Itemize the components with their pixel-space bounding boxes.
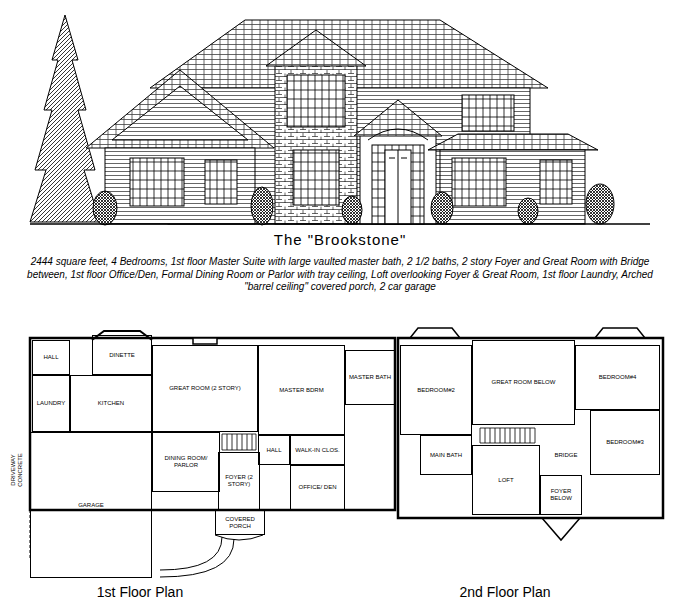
- room-label: GARAGE: [78, 502, 104, 509]
- left-gable-siding: [112, 86, 248, 140]
- room-label: LAUNDRY: [37, 400, 66, 407]
- room-box: KITCHEN: [70, 375, 152, 432]
- dormer: [595, 328, 645, 338]
- left-gable-roof: [86, 70, 274, 148]
- room-label: LOFT: [498, 477, 513, 484]
- plan-label: 2nd Floor Plan: [425, 584, 585, 601]
- entry-roof: [542, 518, 580, 540]
- room-box: WALK-IN CLOS.: [290, 435, 345, 465]
- upper-window: [462, 95, 514, 131]
- tower-gable: [266, 30, 366, 66]
- window: [205, 160, 237, 204]
- room-box: GREAT ROOM BELOW: [472, 340, 575, 425]
- right-wing-wall: [440, 150, 585, 224]
- room-box: MAIN BATH: [420, 435, 472, 475]
- window: [540, 160, 572, 204]
- room-label: GREAT ROOM (2 STORY): [169, 385, 241, 392]
- room-label: BEDROOM#3: [606, 439, 644, 446]
- plan-label: DRIVEWAY CONCRETE: [10, 448, 24, 492]
- room-box: DINETTE: [92, 335, 152, 375]
- dormer: [410, 328, 460, 338]
- window: [130, 158, 184, 206]
- plan-caption: 2444 square feet, 4 Bedrooms, 1st floor …: [18, 256, 662, 294]
- room-box: BEDROOM#4: [575, 345, 660, 410]
- shrub: [518, 198, 538, 224]
- entry-gable: [354, 100, 442, 136]
- shrub: [431, 192, 453, 224]
- room-label: MASTER BATH: [349, 374, 391, 381]
- room-box: GREAT ROOM (2 STORY): [152, 345, 258, 432]
- room-label: BEDROOM#4: [599, 374, 637, 381]
- walkway: [160, 539, 234, 577]
- room-box: HALL: [258, 435, 290, 465]
- door-leaf: [385, 150, 411, 224]
- outer-wall: [398, 338, 663, 518]
- walkway: [160, 537, 222, 570]
- room-label: FOYER (2 STORY): [220, 474, 258, 488]
- room-box: BEDROOM#3: [590, 410, 660, 475]
- stairs: [222, 434, 256, 450]
- room-box: DINING ROOM/ PARLOR: [152, 432, 220, 492]
- first-floor-walls: [30, 331, 395, 577]
- room-box: GARAGE: [30, 432, 152, 578]
- room-label: HALL: [266, 447, 281, 454]
- room-label: KITCHEN: [98, 400, 124, 407]
- ground-line: [30, 223, 650, 225]
- room-box: MASTER BDRM: [258, 345, 345, 435]
- room-label: BEDROOM#2: [417, 387, 455, 394]
- fireplace: [193, 338, 217, 344]
- room-box: FOYER BELOW: [540, 475, 582, 515]
- room-label: DINETTE: [109, 352, 135, 359]
- room-box: BEDROOM#2: [400, 345, 472, 435]
- room-label: FOYER BELOW: [542, 488, 580, 502]
- plan-label: BRIDGE: [548, 452, 584, 459]
- right-wing-roof: [428, 134, 598, 150]
- shrub: [251, 187, 273, 225]
- plan-title: The "Brookstone": [0, 231, 680, 249]
- room-box: COVERED PORCH: [215, 510, 265, 535]
- conifer-tree: [30, 15, 100, 222]
- room-label: MASTER BDRM: [279, 387, 323, 394]
- window: [452, 158, 506, 206]
- room-label: COVERED PORCH: [217, 516, 263, 530]
- room-box: HALL: [32, 340, 70, 375]
- room-label: OFFICE/ DEN: [298, 484, 336, 491]
- door-panels: [389, 150, 407, 224]
- front-elevation: [30, 15, 650, 225]
- tower-window: [287, 75, 345, 127]
- left-wing-wall: [105, 148, 255, 224]
- outer-wall: [30, 338, 395, 510]
- entry-arch: [368, 129, 428, 140]
- front-door: [372, 145, 424, 224]
- room-box: OFFICE/ DEN: [290, 465, 345, 510]
- room-box: FOYER (2 STORY): [218, 452, 260, 510]
- tower-window: [293, 150, 339, 205]
- shrub: [586, 184, 614, 224]
- room-box: LAUNDRY: [32, 375, 70, 432]
- room-box: MASTER BATH: [345, 350, 395, 405]
- shrub: [93, 191, 117, 225]
- plan-label: 1st Floor Plan: [60, 584, 220, 601]
- second-floor-walls: [398, 328, 663, 540]
- entry-wall: [360, 135, 436, 224]
- shrub: [342, 196, 362, 224]
- room-label: WALK-IN CLOS.: [295, 447, 339, 454]
- room-label: HALL: [43, 354, 58, 361]
- room-label: MAIN BATH: [430, 452, 462, 459]
- stairs: [480, 428, 535, 443]
- stone-tower: [275, 60, 357, 224]
- room-label: DINING ROOM/ PARLOR: [154, 455, 218, 469]
- room-box: LOFT: [472, 445, 540, 515]
- room-label: GREAT ROOM BELOW: [492, 379, 556, 386]
